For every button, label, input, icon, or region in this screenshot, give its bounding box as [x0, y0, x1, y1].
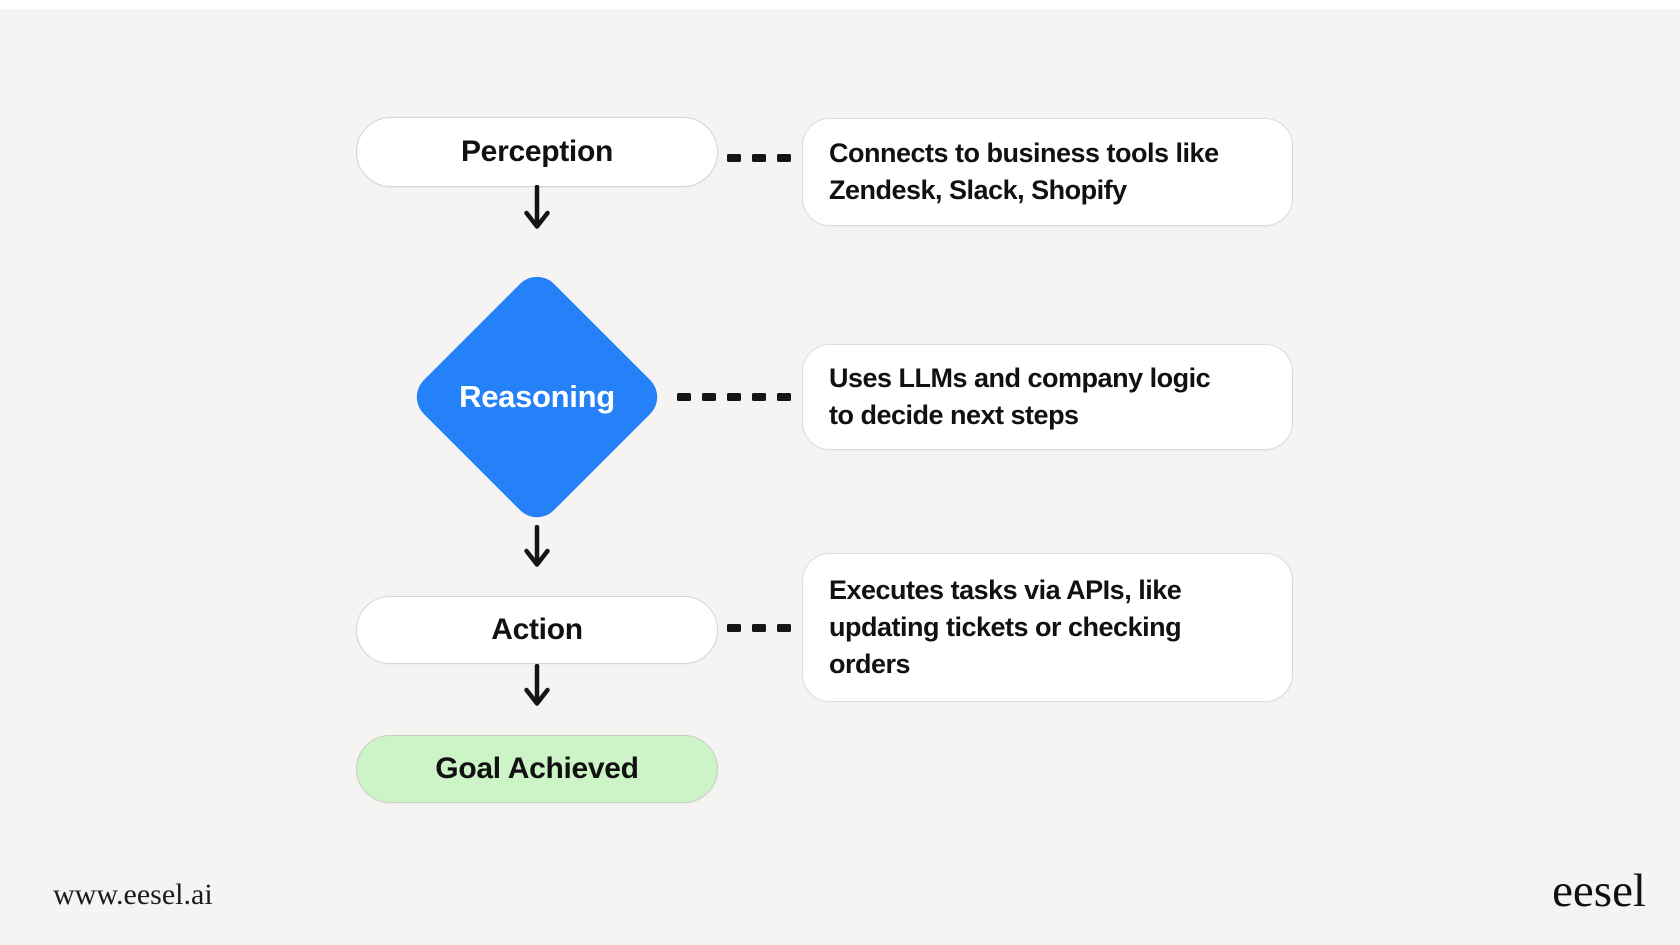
annotation-perception-text: Connects to business tools like Zendesk,… [829, 138, 1219, 205]
eesel-logo: eesel [1552, 865, 1646, 917]
annotation-action: Executes tasks via APIs, like updating t… [802, 553, 1293, 702]
annotation-reasoning-text: Uses LLMs and company logic to decide ne… [829, 363, 1211, 430]
flow-node-action-label: Action [491, 613, 583, 646]
dash-segment [752, 624, 766, 632]
dash-segment [777, 624, 791, 632]
dash-segment [752, 393, 766, 401]
annotation-reasoning: Uses LLMs and company logic to decide ne… [802, 344, 1293, 450]
down-arrow-icon [523, 185, 551, 231]
dash-segment [777, 154, 791, 162]
annotation-action-text: Executes tasks via APIs, like updating t… [829, 575, 1182, 679]
top-strip [0, 0, 1680, 9]
dash-segment [727, 393, 741, 401]
dash-segment [702, 393, 716, 401]
annotation-perception: Connects to business tools like Zendesk,… [802, 118, 1293, 226]
dashed-connector-perception [727, 154, 791, 162]
dash-segment [752, 154, 766, 162]
website-url: www.eesel.ai [53, 878, 213, 911]
flow-node-perception: Perception [356, 117, 718, 187]
flow-node-reasoning-label: Reasoning [459, 379, 615, 414]
flow-node-goal-achieved: Goal Achieved [356, 735, 718, 803]
flow-node-action: Action [356, 596, 718, 664]
dash-segment [677, 393, 691, 401]
dash-segment [727, 154, 741, 162]
down-arrow-icon [523, 525, 551, 569]
dash-segment [777, 393, 791, 401]
dashed-connector-action [727, 624, 791, 632]
down-arrow-icon [523, 664, 551, 708]
flow-node-perception-label: Perception [460, 135, 614, 168]
flow-node-goal-achieved-label: Goal Achieved [435, 752, 639, 785]
dash-segment [727, 624, 741, 632]
dashed-connector-reasoning [677, 393, 791, 401]
flow-node-reasoning: Reasoning [406, 266, 668, 528]
